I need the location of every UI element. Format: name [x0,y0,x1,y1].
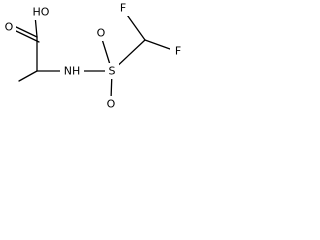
fluorine-right-label: F [175,45,181,58]
chemical-structure: HO O NH S O O F F [0,0,186,111]
sulfur-label: S [109,65,116,78]
amine-label: NH [64,65,81,78]
bond-carbon-fluorine-right [144,39,171,50]
sulfonyl-oxygen-upper-label: O [97,27,106,40]
bond-carbonyl-double-b [15,30,40,43]
bond-alpha-c-methyl [18,70,38,82]
fluorine-left-label: F [120,2,126,15]
sulfonyl-oxygen-lower-label: O [107,98,116,111]
hydroxyl-label: HO [33,6,50,19]
bond-carbon-fluorine-left [124,11,146,41]
bond-carbonyl-double-a [13,25,38,38]
carbonyl-oxygen-label: O [5,21,14,34]
bonds [13,11,171,101]
atom-labels: HO O NH S O O F F [0,0,186,111]
